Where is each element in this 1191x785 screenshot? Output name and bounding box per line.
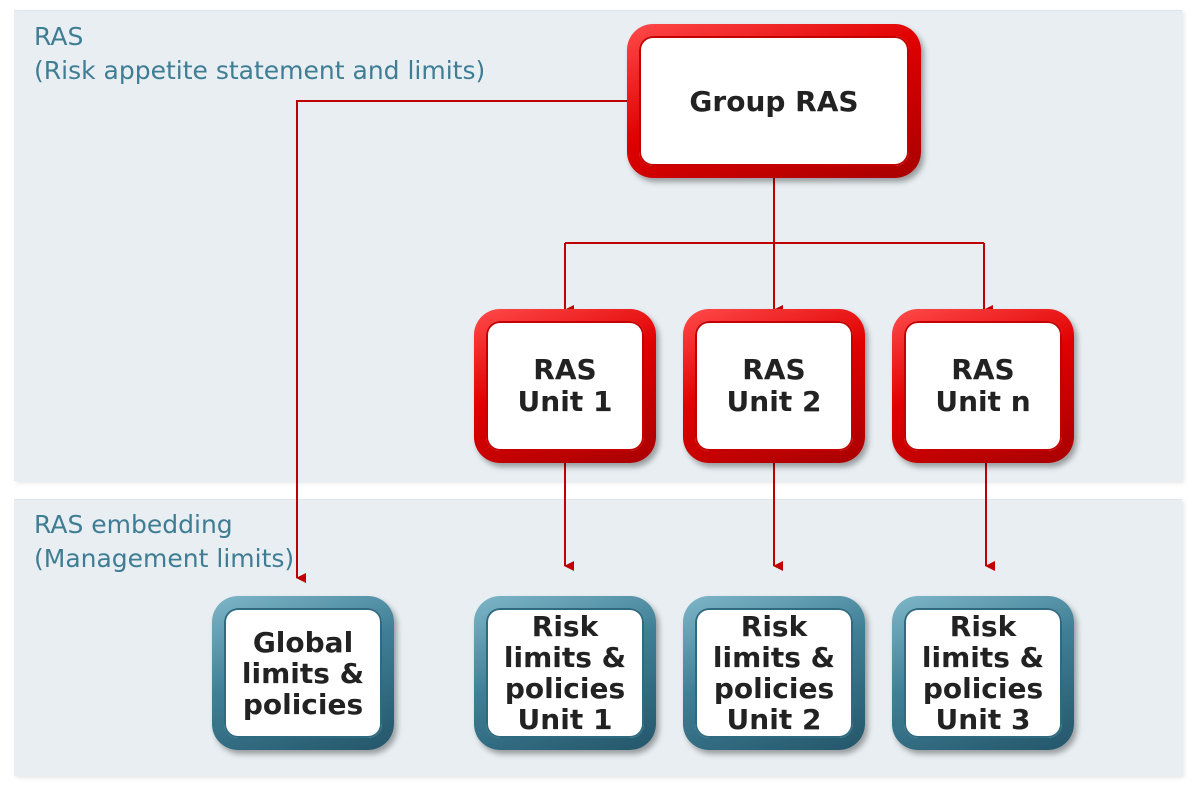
risk-limits-unit-1-line2: limits & [503,641,627,674]
ras-unit-1-line2: Unit 1 [517,385,613,418]
ras-unit-2-node-body: RAS Unit 2 [695,321,853,451]
risk-limits-unit-3-line2: limits & [921,641,1045,674]
risk-limits-unit-3-line1: Risk [949,610,1017,643]
risk-limits-unit-1-node-body: Risk limits & policies Unit 1 [486,608,644,738]
risk-limits-unit-1-line1: Risk [531,610,599,643]
ras-unit-2-node: RAS Unit 2 [683,309,865,463]
risk-limits-unit-2-node: Risk limits & policies Unit 2 [683,596,865,750]
risk-limits-unit-1-node: Risk limits & policies Unit 1 [474,596,656,750]
risk-limits-unit-2-line2: limits & [712,641,836,674]
risk-limits-unit-1-line4: Unit 1 [517,703,613,736]
ras-unit-n-node-body: RAS Unit n [904,321,1062,451]
ras-unit-1-node: RAS Unit 1 [474,309,656,463]
risk-limits-unit-2-node-body: Risk limits & policies Unit 2 [695,608,853,738]
ras-embedding-band-title: RAS embedding [34,510,233,539]
ras-unit-n-line2: Unit n [935,385,1031,418]
global-limits-line3: policies [242,687,364,721]
ras-unit-n-node: RAS Unit n [892,309,1074,463]
ras-unit-1-line1: RAS [533,353,597,386]
ras-band-subtitle: (Risk appetite statement and limits) [34,56,486,85]
risk-limits-unit-3-node: Risk limits & policies Unit 3 [892,596,1074,750]
group-ras-node-body: Group RAS [639,36,909,166]
global-limits-line2: limits & [241,656,365,690]
global-limits-node: Global limits & policies [212,596,394,750]
ras-unit-n-line1: RAS [951,353,1015,386]
ras-embedding-band-subtitle: (Management limits) [34,544,295,573]
ras-embedding-band-label: RAS embedding (Management limits) [34,508,294,576]
risk-limits-unit-3-line4: Unit 3 [935,703,1031,736]
ras-unit-2-line2: Unit 2 [726,385,822,418]
ras-unit-1-node-body: RAS Unit 1 [486,321,644,451]
ras-band-label: RAS (Risk appetite statement and limits) [34,20,485,88]
risk-limits-unit-1-line3: policies [504,672,626,705]
ras-band-title: RAS [34,22,84,51]
risk-limits-unit-3-line3: policies [922,672,1044,705]
group-ras-label: Group RAS [689,84,859,118]
connector-group-to-global [296,100,627,583]
group-ras-node: Group RAS [627,24,921,178]
global-limits-node-body: Global limits & policies [224,608,382,738]
risk-limits-unit-2-line1: Risk [740,610,808,643]
ras-unit-2-line1: RAS [742,353,806,386]
risk-limits-unit-3-node-body: Risk limits & policies Unit 3 [904,608,1062,738]
global-limits-line1: Global [252,625,354,659]
risk-limits-unit-2-line4: Unit 2 [726,703,822,736]
risk-limits-unit-2-line3: policies [713,672,835,705]
